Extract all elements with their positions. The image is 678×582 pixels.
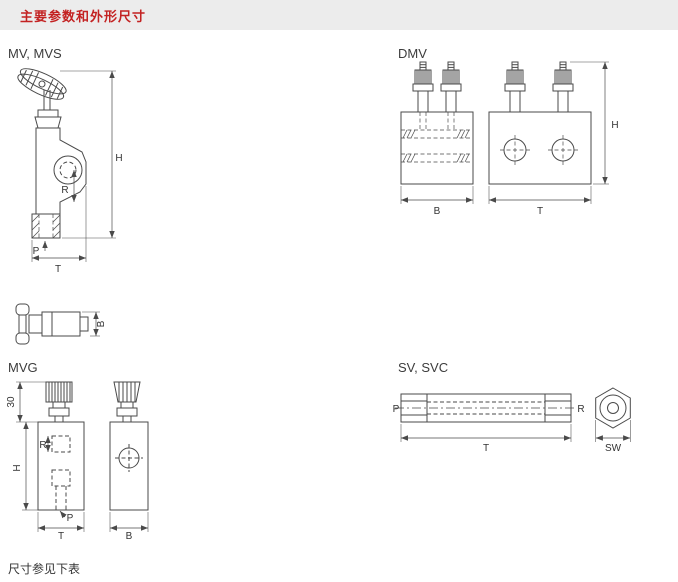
mv-dim-width: T [31,186,87,275]
sv-dim-sw: SW [595,420,631,454]
mv-dim-label-t: T [55,264,61,275]
dmv-cartridge-icon [412,61,434,113]
sv-dim-t: T [400,424,572,454]
header-bar: 主要参数和外形尺寸 [0,0,678,30]
mvg-knob-icon [45,381,73,423]
mvg-dim-30: 30 [6,381,46,423]
figure-label-dmv: DMV [398,46,427,61]
mv-handwheel-icon [17,68,67,100]
dmv-bores-b [401,112,473,163]
mvg-body-front [37,421,85,511]
mv-side-handwheel-icon [15,303,43,345]
mvg-view-front: 30 H R P T [6,381,85,542]
figure-sv-drawing: P R T SW [393,387,631,454]
mvg-dim-label-p: P [67,513,74,524]
sv-port-label-p: P [393,404,400,415]
figure-dmv-drawing: B T H [400,61,619,217]
footer-note: 尺寸参见下表 [8,562,81,576]
mv-dim-label-r: R [61,185,68,196]
mvg-dim-h: H [12,422,38,511]
sv-port-label-r: R [577,404,584,415]
dmv-view-b: B [400,61,474,217]
mvg-body-side [109,421,149,511]
mv-dim-height: H [60,70,123,239]
mvg-dim-label-b: B [126,531,133,542]
sv-hex-end-view [595,387,631,429]
mvg-dim-label-t: T [58,531,64,542]
mvg-port-p: P [59,510,74,524]
mvg-dim-label-r: R [39,440,46,451]
mv-dim-r: R [61,170,77,202]
mv-bonnet [34,109,62,129]
figure-mv-drawing: H R P T [17,68,123,275]
dmv-dim-label-t: T [537,206,543,217]
mv-dim-label-h: H [115,153,122,164]
dmv-cartridge-icon [504,61,526,113]
mvg-dim-b: B [109,512,149,542]
dmv-dim-label-h: H [611,120,618,131]
dmv-block-b [400,111,474,185]
dmv-block-t [488,111,592,185]
figure-mv-side-drawing: B [15,303,107,345]
sv-dim-label-sw: SW [605,443,622,454]
mv-side-body [41,311,89,337]
mv-dim-label-p: P [33,246,40,257]
dmv-cartridge-icon [552,61,574,113]
mv-side-dim-label-b: B [96,320,107,327]
mv-port-p: P [33,241,48,257]
sv-body [400,393,572,423]
mvg-dim-t: T [37,512,85,542]
dmv-port-centerlines [500,135,578,165]
dmv-cartridge-icon [440,61,462,113]
mvg-knob-side-icon [113,381,141,423]
mv-side-dim-b: B [82,311,107,337]
figure-label-mvg: MVG [8,360,38,375]
mvg-dim-label-h: H [12,464,23,471]
mvg-dim-label-30: 30 [6,396,17,408]
sv-dim-label-t: T [483,443,489,454]
page-title: 主要参数和外形尺寸 [20,8,147,24]
figure-label-mv: MV, MVS [8,46,62,61]
mv-body [35,127,87,215]
mvg-dim-r: R [39,436,51,452]
mvg-view-side: B [109,381,149,542]
dmv-dim-h: H [570,61,619,185]
dmv-dim-label-b: B [434,206,441,217]
dmv-dim-t: T [488,186,592,217]
dmv-dim-b: B [400,186,474,217]
dmv-view-t: T H [488,61,619,217]
mv-threaded-port [31,213,61,239]
figure-label-sv: SV, SVC [398,360,449,375]
mv-stem [43,90,51,110]
figure-mvg-drawing: 30 H R P T [6,381,149,542]
